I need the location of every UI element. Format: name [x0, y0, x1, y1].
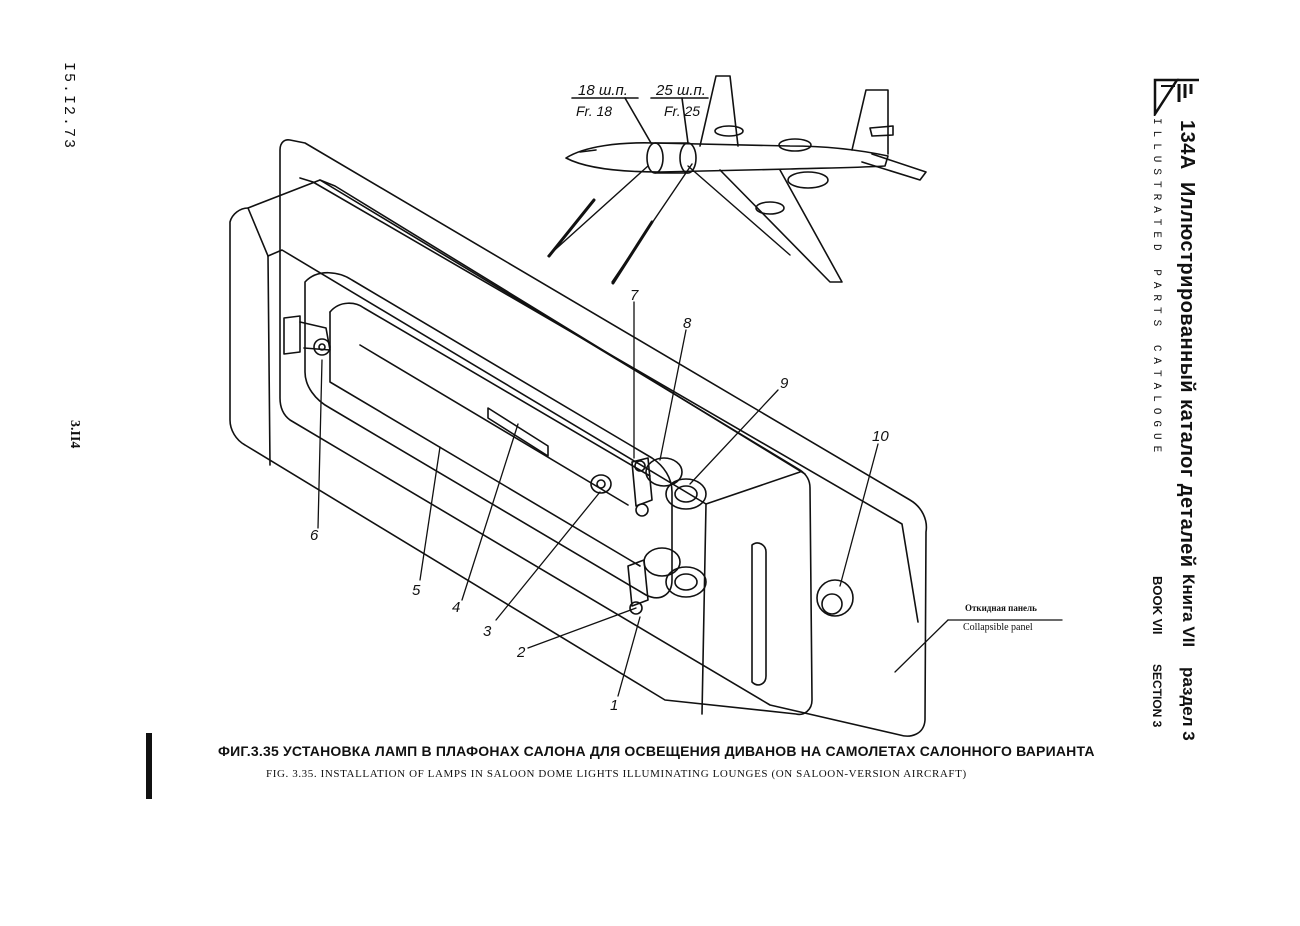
catalogue-title-en: ILLUSTRATED PARTS CATALOGUE [1150, 118, 1162, 459]
callout-8: 8 [683, 315, 692, 332]
callout-10: 10 [872, 428, 889, 445]
callout-4: 4 [452, 599, 460, 616]
callout-1: 1 [610, 697, 618, 714]
catalogue-title-ru: 134А Иллюстрированный каталог деталей [1175, 120, 1198, 568]
book-label-en: BOOK VII [1150, 576, 1165, 635]
model-label: 134А [1176, 120, 1198, 170]
tu-logo-icon [1153, 78, 1199, 116]
frame-18-label-ru: 18 ш.п. [578, 82, 628, 99]
callout-5: 5 [412, 582, 421, 599]
frame-18-label-en: Fr. 18 [576, 103, 612, 119]
title-ru: Иллюстрированный каталог деталей [1176, 181, 1198, 568]
margin-bar [146, 733, 152, 799]
section-label-ru: раздел 3 [1179, 667, 1198, 741]
revision-date: I5.I2.73 [60, 62, 77, 151]
callout-9: 9 [780, 375, 789, 392]
frame-25-label-en: Fr. 25 [664, 103, 700, 119]
book-label-ru: Книга VII [1179, 574, 1198, 648]
panel-label-en: Collapsible panel [963, 622, 1033, 633]
figure-caption-en: FIG. 3.35. INSTALLATION OF LAMPS IN SALO… [266, 768, 967, 780]
callout-leaders [318, 302, 1062, 696]
dome-light-housing [230, 180, 812, 714]
figure-caption-ru: ФИГ.3.35 УСТАНОВКА ЛАМП В ПЛАФОНАХ САЛОН… [218, 743, 1095, 759]
callout-numbers: 1 2 3 4 5 6 7 8 9 10 [310, 287, 889, 714]
section-label-en: SECTION 3 [1150, 664, 1164, 728]
collapsible-panel [280, 140, 926, 736]
callout-6: 6 [310, 527, 319, 544]
aircraft-silhouette [548, 76, 926, 283]
callout-7: 7 [630, 287, 639, 304]
page-number: 3.II4 [67, 420, 82, 449]
callout-2: 2 [516, 644, 526, 661]
frame-25-label-ru: 25 ш.п. [655, 82, 706, 99]
callout-3: 3 [483, 623, 492, 640]
panel-label-ru: Откидная панель [965, 603, 1037, 613]
lamp-sockets [284, 316, 853, 616]
